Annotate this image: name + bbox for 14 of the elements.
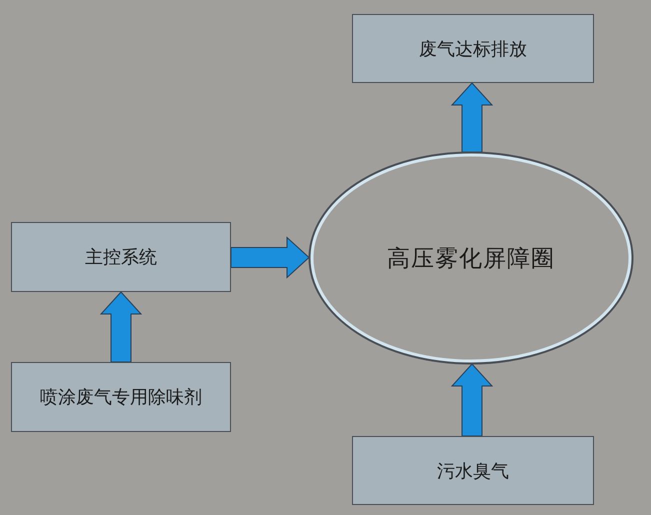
block-arrow (230, 236, 310, 279)
node-label: 主控系统 (85, 246, 157, 269)
process-box (352, 14, 594, 83)
process-box (352, 436, 594, 505)
barrier-ellipse (308, 151, 634, 365)
block-arrow (450, 82, 494, 152)
node-label: 高压雾化屏障圈 (387, 244, 555, 274)
process-box (11, 222, 231, 292)
node-label: 废气达标排放 (419, 38, 527, 60)
node-label: 喷涂废气专用除味剂 (40, 386, 202, 409)
process-box (11, 362, 231, 432)
block-arrow (100, 291, 142, 362)
node-label: 污水臭气 (437, 460, 509, 482)
block-arrow (450, 363, 494, 436)
